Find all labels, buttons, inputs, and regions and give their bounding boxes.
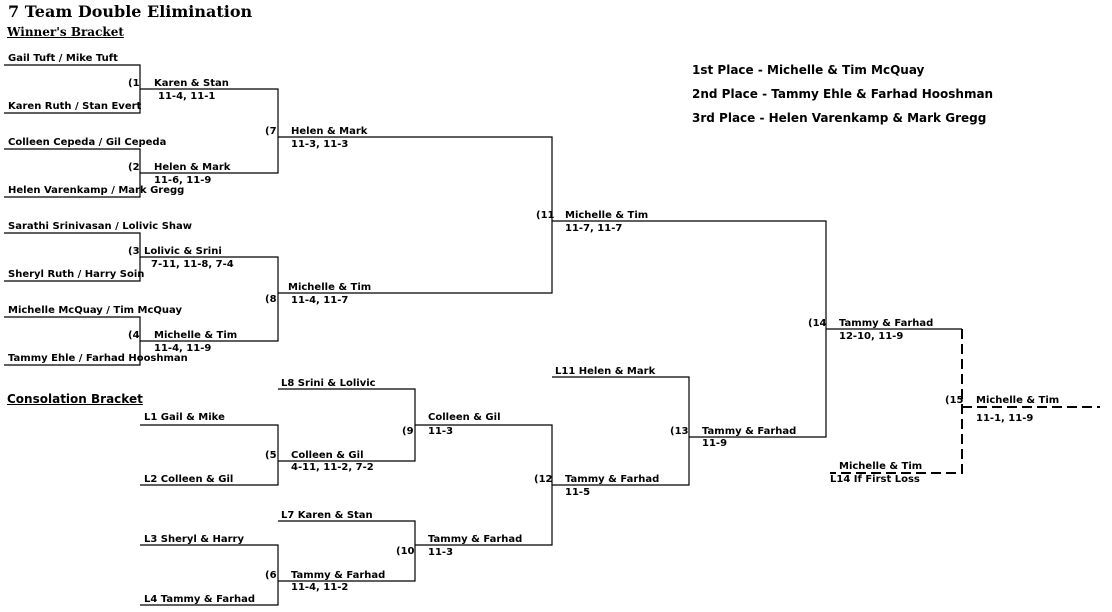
match-number: (5: [265, 450, 277, 461]
team-entry: Michelle McQuay / Tim McQuay: [8, 305, 183, 316]
match-number: (8: [265, 294, 277, 305]
loser-note: L14 If First Loss: [830, 474, 920, 485]
match-winner: Tammy & Farhad: [702, 426, 797, 437]
match-winner: Tammy & Farhad: [565, 474, 660, 485]
match-winner: Michelle & Tim: [154, 330, 238, 341]
consolation-bracket-heading: Consolation Bracket: [7, 392, 143, 406]
match-score: 11-3: [428, 547, 454, 558]
match-score: 11-4, 11-2: [291, 582, 349, 593]
second-place: 2nd Place - Tammy Ehle & Farhad Hooshman: [692, 87, 994, 101]
match-winner: Michelle & Tim: [976, 395, 1060, 406]
match-score: 12-10, 11-9: [839, 331, 904, 342]
match-score: 11-9: [702, 438, 728, 449]
loser-entry: L1 Gail & Mike: [144, 412, 225, 423]
loser-entry: L8 Srini & Lolivic: [281, 378, 376, 389]
match-score: 11-3: [428, 426, 454, 437]
match-score: 11-5: [565, 487, 591, 498]
page-title: 7 Team Double Elimination: [8, 2, 253, 21]
match-number: (15: [945, 395, 964, 406]
team-entry: Colleen Cepeda / Gil Cepeda: [8, 137, 167, 148]
match-score: 11-6, 11-9: [154, 175, 212, 186]
match-number: (1: [128, 78, 140, 89]
match-number: (11: [536, 210, 555, 221]
third-place: 3rd Place - Helen Varenkamp & Mark Gregg: [692, 111, 987, 125]
match-winner: Michelle & Tim: [288, 282, 372, 293]
loser-entry: L11 Helen & Mark: [555, 366, 656, 377]
team-entry: Sheryl Ruth / Harry Soin: [8, 269, 145, 280]
team-entry: Karen Ruth / Stan Evert: [8, 101, 142, 112]
match-number: (6: [265, 570, 277, 581]
match-number: (7: [265, 126, 277, 137]
team-entry: Helen Varenkamp / Mark Gregg: [8, 185, 185, 196]
match-winner: Lolivic & Srini: [144, 246, 222, 257]
loser-entry: L4 Tammy & Farhad: [144, 594, 256, 605]
winners-bracket-heading: Winner's Bracket: [7, 25, 124, 39]
match-number: (12: [534, 474, 553, 485]
loser-entry: L2 Colleen & Gil: [144, 474, 234, 485]
first-place: 1st Place - Michelle & Tim McQuay: [692, 63, 925, 77]
team-entry: Gail Tuft / Mike Tuft: [8, 53, 118, 64]
match-score: 11-4, 11-7: [291, 295, 349, 306]
match-winner: Tammy & Farhad: [839, 318, 934, 329]
match-number: (10: [396, 546, 415, 557]
loser-entry: Michelle & Tim: [839, 461, 923, 472]
match-winner: Colleen & Gil: [428, 412, 501, 423]
match-score: 11-1, 11-9: [976, 413, 1034, 424]
match-number: (14: [808, 318, 827, 329]
loser-entry: L3 Sheryl & Harry: [144, 534, 244, 545]
solid-lines: [4, 64, 962, 606]
team-entry: Tammy Ehle / Farhad Hooshman: [8, 353, 188, 364]
match-score: 11-4, 11-1: [158, 91, 216, 102]
match-number: (3: [128, 246, 140, 257]
dashed-lines: [830, 329, 1100, 474]
match-winner: Tammy & Farhad: [428, 534, 523, 545]
match-number: (2: [128, 162, 140, 173]
match-winner: Helen & Mark: [154, 162, 231, 173]
match-winner: Helen & Mark: [291, 126, 368, 137]
match-winner: Tammy & Farhad: [291, 570, 386, 581]
match-number: (13: [670, 426, 689, 437]
match-number: (9: [402, 426, 414, 437]
match-score: 7-11, 11-8, 7-4: [151, 259, 234, 270]
match-winner: Michelle & Tim: [565, 210, 649, 221]
match-score: 11-7, 11-7: [565, 223, 623, 234]
match-score: 4-11, 11-2, 7-2: [291, 462, 374, 473]
team-entry: Sarathi Srinivasan / Lolivic Shaw: [8, 221, 193, 232]
loser-entry: L7 Karen & Stan: [281, 510, 373, 521]
match-number: (4: [128, 330, 140, 341]
match-winner: Colleen & Gil: [291, 450, 364, 461]
match-winner: Karen & Stan: [154, 78, 229, 89]
match-score: 11-3, 11-3: [291, 139, 349, 150]
match-score: 11-4, 11-9: [154, 343, 212, 354]
